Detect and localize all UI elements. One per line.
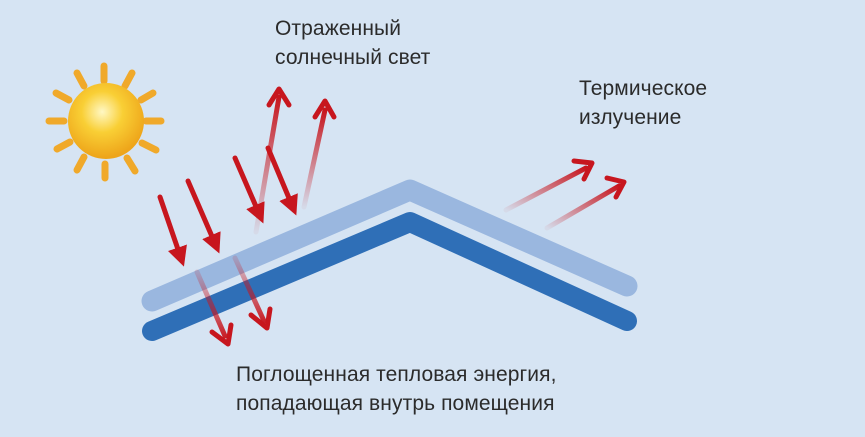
reflected-sunlight-label: Отраженный солнечный свет	[275, 14, 430, 72]
thermal-radiation-label: Термическое излучение	[579, 74, 707, 132]
absorbed-energy-label: Поглощенная тепловая энергия, попадающая…	[236, 360, 557, 418]
thermal-radiation-arrows	[503, 158, 627, 231]
absorbed-energy-label-line-2: попадающая внутрь помещения	[236, 392, 555, 415]
incoming-sunlight-arrows	[157, 145, 298, 267]
absorbed-energy-arrows	[194, 255, 273, 347]
sun-icon	[68, 83, 144, 159]
thermal-radiation-label-line-1: Термическое	[579, 77, 708, 100]
sun-rays	[45, 62, 165, 182]
reflected-sunlight-label-line-2: солнечный свет	[275, 46, 431, 69]
roof-inner-layer	[142, 212, 637, 341]
reflected-sunlight-arrows	[253, 86, 337, 235]
thermal-radiation-label-line-2: излучение	[579, 106, 682, 129]
reflected-sunlight-label-line-1: Отраженный	[275, 17, 402, 40]
absorbed-energy-label-line-1: Поглощенная тепловая энергия,	[236, 363, 557, 386]
